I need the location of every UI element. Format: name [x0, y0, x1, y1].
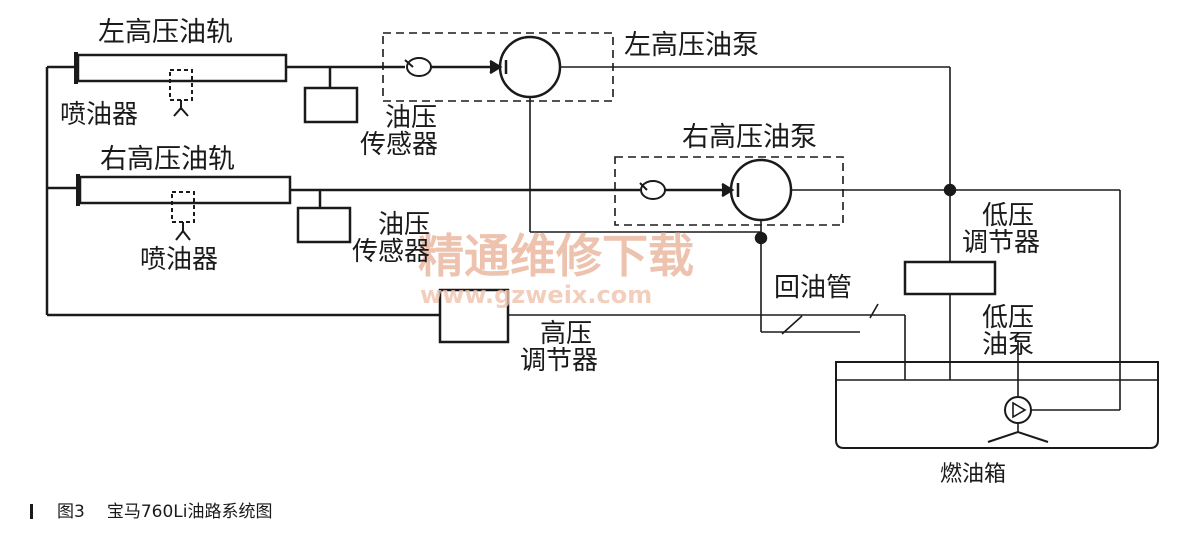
high-regulator-label-line1: 高压 [540, 319, 592, 349]
right-injector [171, 191, 195, 223]
figure-caption: 图3 宝马760Li油路系统图 [30, 497, 272, 522]
low-pump-label-line2: 油泵 [982, 330, 1034, 360]
right-pump-label: 右高压油泵 [682, 122, 817, 153]
sensor2-label-line2: 传感器 [352, 237, 430, 267]
left-high-pressure-pump [498, 35, 562, 99]
left-check-valve [406, 57, 432, 77]
fuel-tank [835, 361, 1159, 449]
low-regulator-label-line1: 低压 [982, 201, 1034, 231]
return-pipe-label: 回油管 [774, 273, 852, 303]
fuel-tank-label: 燃油箱 [940, 462, 1006, 487]
caption-bar [30, 504, 33, 519]
low-pressure-regulator [903, 260, 997, 296]
sensor1-label-line1: 油压 [385, 103, 437, 133]
figure-title: 宝马760Li油路系统图 [106, 502, 273, 522]
high-pressure-regulator [438, 288, 510, 344]
left-rail-label: 左高压油轨 [98, 17, 233, 48]
right-high-pressure-pump [729, 158, 793, 222]
right-check-valve [640, 180, 666, 200]
watermark-url: www.gzweix.com [420, 281, 652, 309]
high-regulator-label-line2: 调节器 [520, 346, 598, 376]
right-high-pressure-rail [78, 175, 292, 205]
left-injector-label: 喷油器 [60, 100, 138, 130]
left-high-pressure-rail [76, 53, 288, 83]
figure-number: 图3 [57, 502, 85, 522]
sensor2-label-line1: 油压 [378, 210, 430, 240]
oil-pressure-sensor-2 [296, 206, 352, 244]
right-injector-label: 喷油器 [140, 245, 218, 275]
oil-pressure-sensor-1 [303, 86, 359, 124]
left-pump-label: 左高压油泵 [624, 30, 759, 61]
low-pressure-pump [1004, 396, 1032, 424]
junction-dot [754, 231, 768, 245]
low-pump-label-line1: 低压 [982, 303, 1034, 333]
fuel-filter-strainer [987, 430, 1049, 443]
low-regulator-label-line2: 调节器 [962, 228, 1040, 258]
watermark-chinese: 精通维修下载 [418, 229, 694, 283]
right-pump-housing [614, 156, 844, 226]
right-rail-label: 右高压油轨 [100, 144, 235, 175]
left-injector [169, 69, 193, 101]
sensor1-label-line2: 传感器 [360, 130, 438, 160]
